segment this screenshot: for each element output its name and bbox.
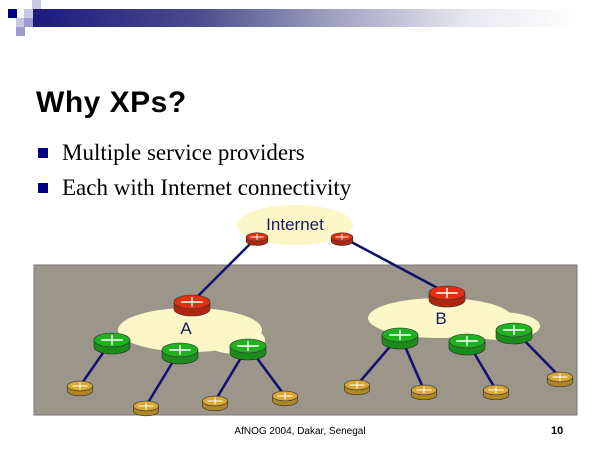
router-arrows	[349, 381, 365, 389]
router-arrows	[335, 234, 349, 240]
router-arrows	[416, 386, 432, 394]
provider-router-icon	[93, 332, 131, 355]
bullet-item: Multiple service providers	[38, 135, 351, 170]
decor-square	[8, 9, 17, 18]
customer-router-icon	[344, 379, 370, 396]
decor-square	[24, 18, 33, 27]
slide-footer: AfNOG 2004, Dakar, Senegal	[234, 426, 366, 437]
router-arrows	[138, 402, 154, 410]
router-arrows	[101, 335, 123, 345]
router-arrows	[72, 382, 88, 390]
router-arrows	[503, 325, 525, 335]
decor-square	[16, 18, 25, 27]
decor-square	[16, 27, 25, 36]
provider-router-icon	[229, 338, 267, 361]
router-arrows	[277, 392, 293, 400]
bullet-square-icon	[38, 147, 48, 158]
bullet-square-icon	[38, 182, 48, 193]
customer-router-icon	[547, 371, 573, 388]
backbone-router-icon	[428, 285, 466, 308]
customer-router-icon	[272, 390, 298, 407]
header-gradient-bar	[32, 9, 577, 27]
network-link	[191, 236, 258, 303]
customer-router-icon	[411, 384, 437, 401]
provider-b-label: B	[435, 309, 446, 328]
router-arrows	[488, 386, 504, 394]
provider-router-icon	[381, 327, 419, 350]
provider-a-label: A	[180, 319, 192, 338]
router-arrows	[237, 341, 259, 351]
slide-title: Why XPs?	[36, 86, 187, 119]
router-arrows	[181, 297, 203, 307]
backbone-router-icon	[173, 294, 211, 317]
backbone-router-icon	[330, 232, 354, 246]
provider-router-icon	[448, 333, 486, 356]
router-arrows	[207, 397, 223, 405]
internet-label: Internet	[266, 215, 324, 234]
router-arrows	[552, 373, 568, 381]
network-link	[341, 235, 448, 295]
provider-router-icon	[161, 342, 199, 365]
backbone-router-icon	[245, 232, 269, 246]
customer-router-icon	[202, 395, 228, 412]
decor-square	[32, 0, 41, 9]
router-arrows	[250, 234, 264, 240]
provider-router-icon	[495, 322, 533, 345]
customer-router-icon	[483, 384, 509, 401]
customer-router-icon	[67, 380, 93, 397]
bullet-text: Multiple service providers	[62, 139, 305, 165]
bullet-item: Each with Internet connectivity	[38, 170, 351, 205]
router-arrows	[389, 330, 411, 340]
router-arrows	[169, 345, 191, 355]
decor-square	[24, 9, 33, 18]
router-arrows	[436, 288, 458, 298]
bullet-list: Multiple service providers Each with Int…	[38, 135, 351, 205]
router-arrows	[456, 336, 478, 346]
page-number: 10	[551, 425, 564, 437]
bullet-text: Each with Internet connectivity	[62, 174, 352, 200]
customer-router-icon	[133, 400, 159, 417]
